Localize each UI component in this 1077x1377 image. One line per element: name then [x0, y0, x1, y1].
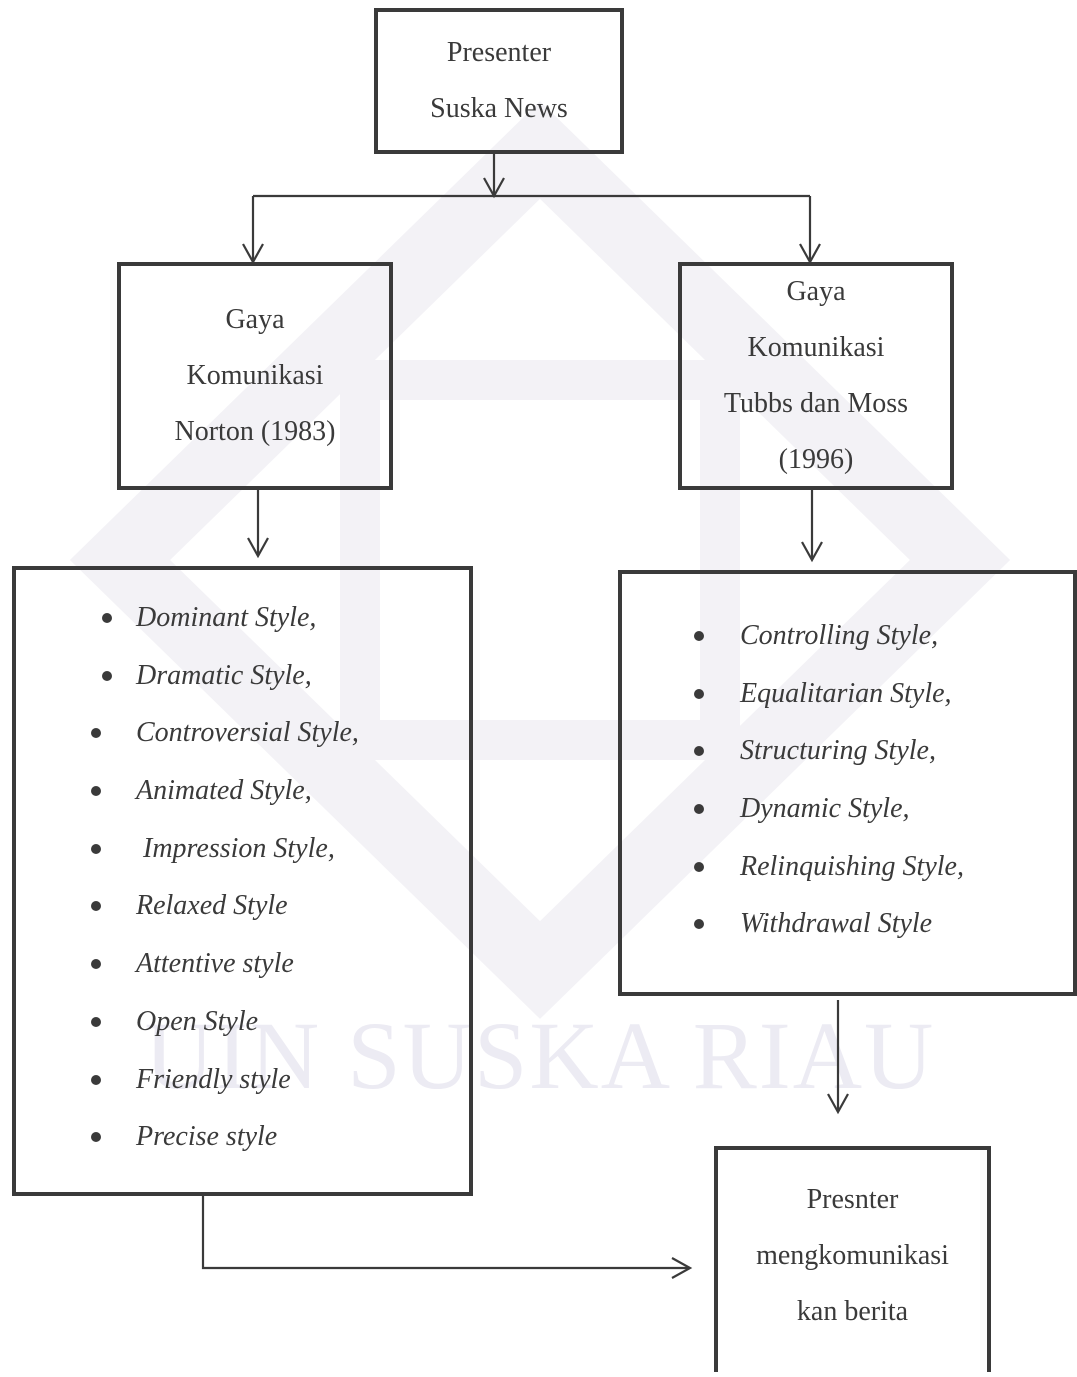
bullet-icon: [694, 919, 704, 930]
bullet-icon: [91, 843, 101, 854]
bullet-icon: [694, 631, 704, 641]
bullet-icon: [91, 786, 101, 797]
list-item: Dramatic Style,: [16, 647, 469, 705]
bullet-icon: [694, 804, 704, 815]
bullet-icon: [694, 746, 704, 757]
norton-box: Gaya Komunikasi Norton (1983): [117, 262, 393, 490]
bullet-icon: [91, 959, 101, 970]
list-item-text: Controlling Style,: [740, 620, 939, 651]
norton-line: Komunikasi: [186, 360, 324, 391]
left-result-arrow: [201, 1196, 693, 1279]
list-item-text: Dramatic Style,: [136, 659, 312, 691]
list-item-text: Dynamic Style,: [740, 793, 910, 825]
list-item-text: Withdrawal Style: [740, 908, 933, 940]
list-item: Open Style: [16, 993, 469, 1051]
root-line: Suska News: [430, 93, 568, 124]
list-item: Animated Style,: [16, 762, 469, 820]
list-item-text: Impression Style,: [136, 832, 335, 864]
bullet-icon: [694, 688, 704, 699]
list-item-text: Open Style: [136, 1005, 259, 1037]
root-line: Presenter: [446, 37, 552, 68]
list-item: Dynamic Style,: [622, 780, 1073, 838]
bullet-icon: [694, 861, 704, 872]
norton-style-list: Dominant Style, Dramatic Style, Controve…: [16, 589, 469, 1166]
tubbs-moss-line: Gaya: [786, 276, 846, 307]
root-box: Presenter Suska News: [374, 8, 624, 154]
list-item: Relinquishing Style,: [622, 838, 1073, 896]
list-item: Structuring Style,: [622, 722, 1073, 780]
list-item-text: Structuring Style,: [740, 735, 936, 767]
list-item-text: Dominant Style,: [136, 602, 317, 633]
bullet-icon: [91, 1016, 101, 1027]
list-item-text: Precise style: [136, 1121, 278, 1153]
norton-line: Gaya: [225, 304, 285, 335]
list-item: Equalitarian Style,: [622, 665, 1073, 723]
list-item: Withdrawal Style: [622, 895, 1073, 953]
list-item: Impression Style,: [16, 820, 469, 878]
list-item-text: Controversial Style,: [136, 717, 359, 749]
bullet-icon: [102, 613, 112, 623]
norton-styles-box: Dominant Style, Dramatic Style, Controve…: [12, 566, 473, 1196]
bullet-icon: [91, 901, 101, 912]
bullet-icon: [91, 1132, 101, 1143]
list-item-text: Animated Style,: [136, 775, 312, 807]
list-item: Precise style: [16, 1108, 469, 1166]
tubbs-moss-line: Komunikasi: [747, 332, 885, 363]
list-item: Friendly style: [16, 1051, 469, 1109]
tubbs-moss-box: Gaya Komunikasi Tubbs dan Moss (1996): [678, 262, 954, 490]
list-item: Controlling Style,: [622, 607, 1073, 665]
list-item-text: Equalitarian Style,: [740, 677, 952, 709]
list-item: Dominant Style,: [16, 589, 469, 647]
list-item-text: Relinquishing Style,: [740, 850, 964, 882]
tubbs-moss-styles-box: Controlling Style, Equalitarian Style, S…: [618, 570, 1077, 996]
bullet-icon: [91, 728, 101, 739]
list-item: Controversial Style,: [16, 704, 469, 762]
tubbs-moss-style-list: Controlling Style, Equalitarian Style, S…: [622, 607, 1073, 953]
result-line: Presnter: [806, 1184, 899, 1215]
list-item-text: Attentive style: [136, 948, 294, 980]
list-item: Relaxed Style: [16, 877, 469, 935]
result-line: kan berita: [796, 1296, 909, 1327]
tubbs-moss-line: (1996): [778, 444, 854, 475]
result-box: Presnter mengkomunikasi kan berita: [714, 1146, 991, 1372]
tubbs-moss-line: Tubbs dan Moss: [723, 388, 909, 419]
bullet-icon: [91, 1074, 101, 1085]
list-item-text: Friendly style: [136, 1063, 291, 1095]
bullet-icon: [102, 670, 112, 681]
norton-line: Norton (1983): [174, 416, 336, 447]
result-line: mengkomunikasi: [756, 1240, 949, 1271]
list-item-text: Relaxed Style: [136, 890, 288, 922]
list-item: Attentive style: [16, 935, 469, 993]
